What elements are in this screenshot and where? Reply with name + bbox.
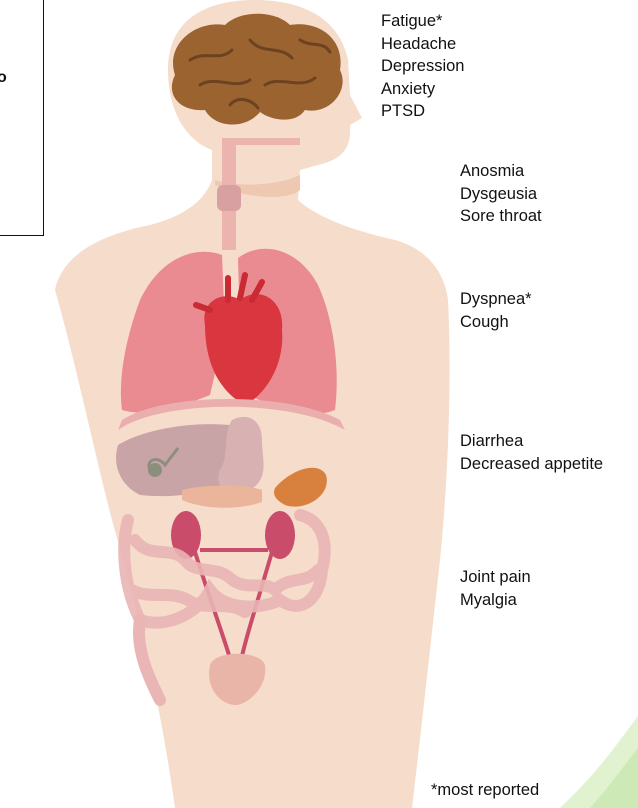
symptom-label: Anxiety: [381, 78, 464, 101]
digestive-symptoms: Diarrhea Decreased appetite: [460, 430, 603, 475]
footnote: *most reported: [431, 781, 539, 800]
symptom-label: Dysgeusia: [460, 183, 542, 206]
throat-node: [217, 185, 241, 211]
symptom-label: Depression: [381, 55, 464, 78]
brain-symptoms: Fatigue* Headache Depression Anxiety PTS…: [381, 10, 464, 123]
symptom-label: Diarrhea: [460, 430, 603, 453]
musculoskeletal-symptoms: Joint pain Myalgia: [460, 566, 531, 611]
symptom-label: Dyspnea*: [460, 288, 532, 311]
legend-box-title-fragment: o: [0, 69, 7, 87]
lung-symptoms: Dyspnea* Cough: [460, 288, 532, 333]
symptom-label: Decreased appetite: [460, 453, 603, 476]
nose-throat-symptoms: Anosmia Dysgeusia Sore throat: [460, 160, 542, 228]
symptom-label: Sore throat: [460, 205, 542, 228]
symptom-label: Joint pain: [460, 566, 531, 589]
symptom-label: Anosmia: [460, 160, 542, 183]
gallbladder-sac: [148, 463, 162, 477]
symptom-label: PTSD: [381, 100, 464, 123]
legend-box-subtitle-fragment: ): [0, 93, 1, 105]
brain: [172, 14, 343, 125]
symptom-label: Headache: [381, 33, 464, 56]
symptom-label: Cough: [460, 311, 532, 334]
symptom-label: Fatigue*: [381, 10, 464, 33]
symptom-label: Myalgia: [460, 589, 531, 612]
legend-box: o ): [0, 0, 44, 236]
